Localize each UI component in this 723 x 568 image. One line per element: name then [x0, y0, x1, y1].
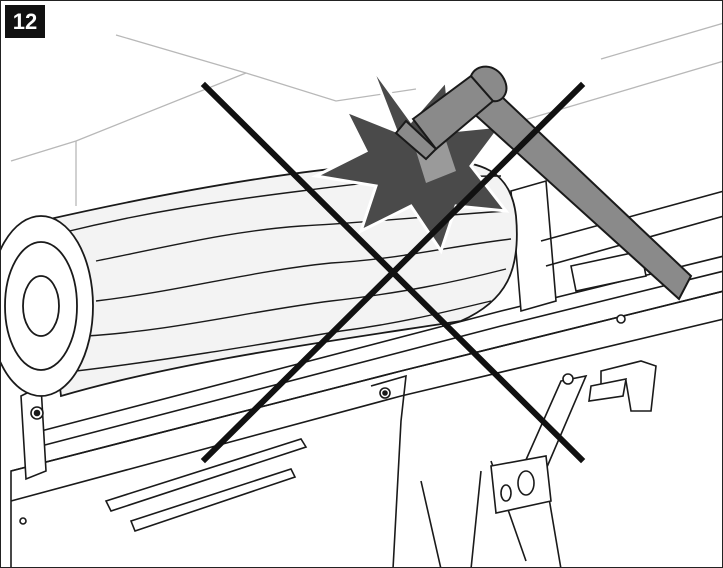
prohibition-cross-icon: [200, 81, 586, 464]
log: [1, 159, 518, 398]
hammer-icon: [394, 65, 693, 301]
figure-number-badge: 12: [5, 5, 45, 38]
log-splitter-machine: [10, 179, 722, 567]
